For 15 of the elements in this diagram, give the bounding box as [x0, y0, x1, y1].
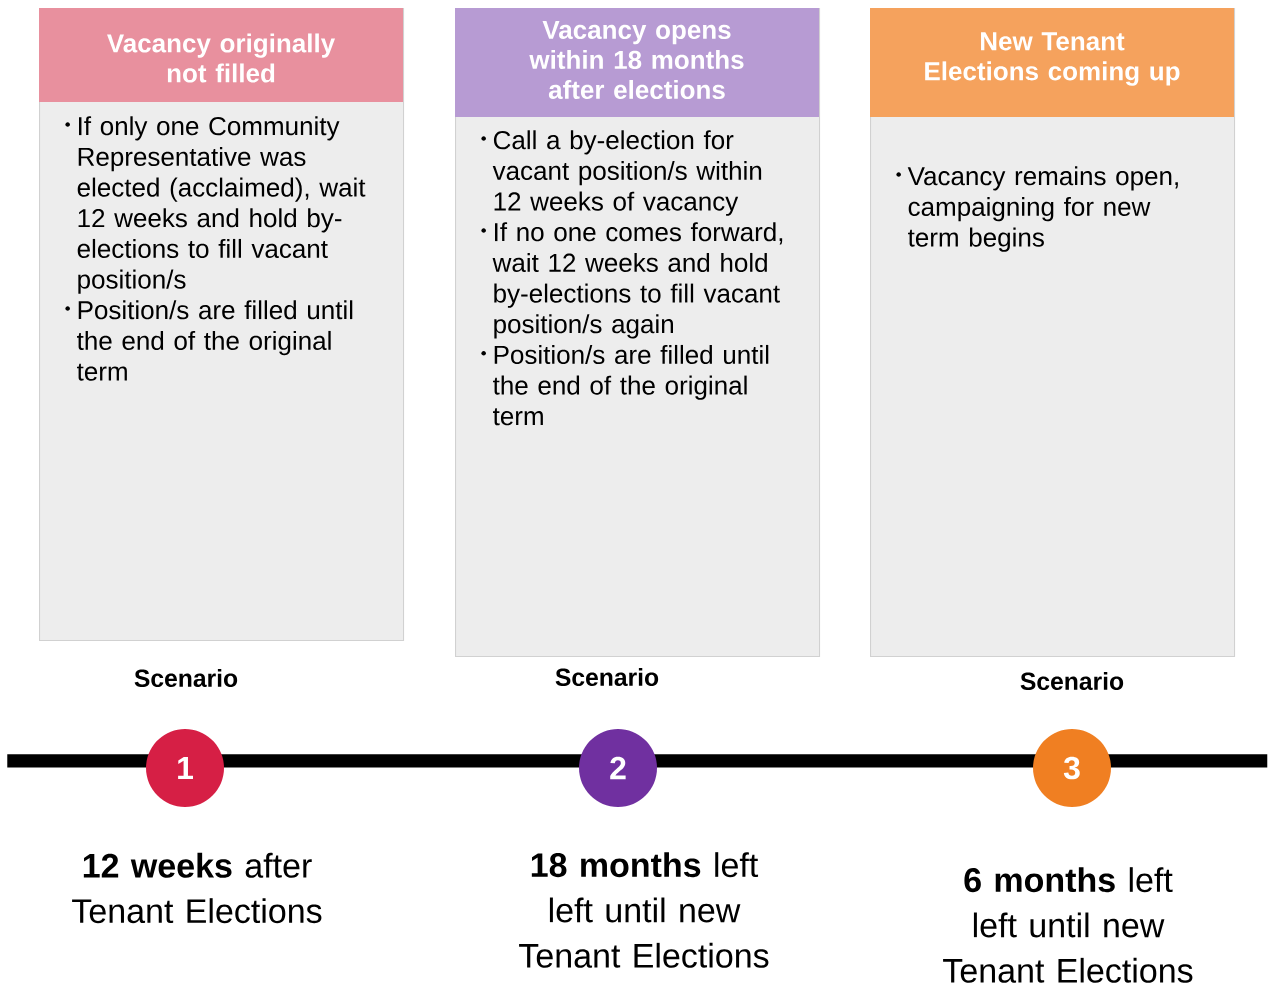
- timeline-caption: 18 months left left until new Tenant Elections: [519, 852, 769, 968]
- bullet-item: Call a by-election for vacant position/s within 12 weeks of vacancy: [481, 130, 762, 216]
- timeline-caption: 6 months left left until new Tenant Elections: [943, 867, 1193, 983]
- bullet-item: Position/s are filled until the end of the original term: [481, 344, 769, 426]
- card-header: New Tenant Elections coming up: [925, 32, 1180, 86]
- bullet-item: If only one Community Representative was elected (acclaimed), wait 12 weeks and hold by-elections to fill vacant position/s: [65, 116, 366, 294]
- bullet-item: Vacancy remains open, campaigning for new term begins: [896, 166, 1178, 252]
- scenario-label: Scenario: [555, 667, 659, 687]
- card-header: Vacancy originally not filled: [107, 33, 336, 83]
- bullet-item: Position/s are filled until the end of the original term: [65, 300, 353, 381]
- timeline-caption: 12 weeks after Tenant Elections: [72, 852, 322, 924]
- bullet-item: If no one comes forward, wait 12 weeks and hold by-elections to fill vacant position/s again: [481, 222, 783, 339]
- scenario-label: Scenario: [134, 668, 238, 688]
- scenario-label: Scenario: [1020, 671, 1124, 691]
- card-header: Vacancy opens within 18 months after elections: [529, 20, 744, 100]
